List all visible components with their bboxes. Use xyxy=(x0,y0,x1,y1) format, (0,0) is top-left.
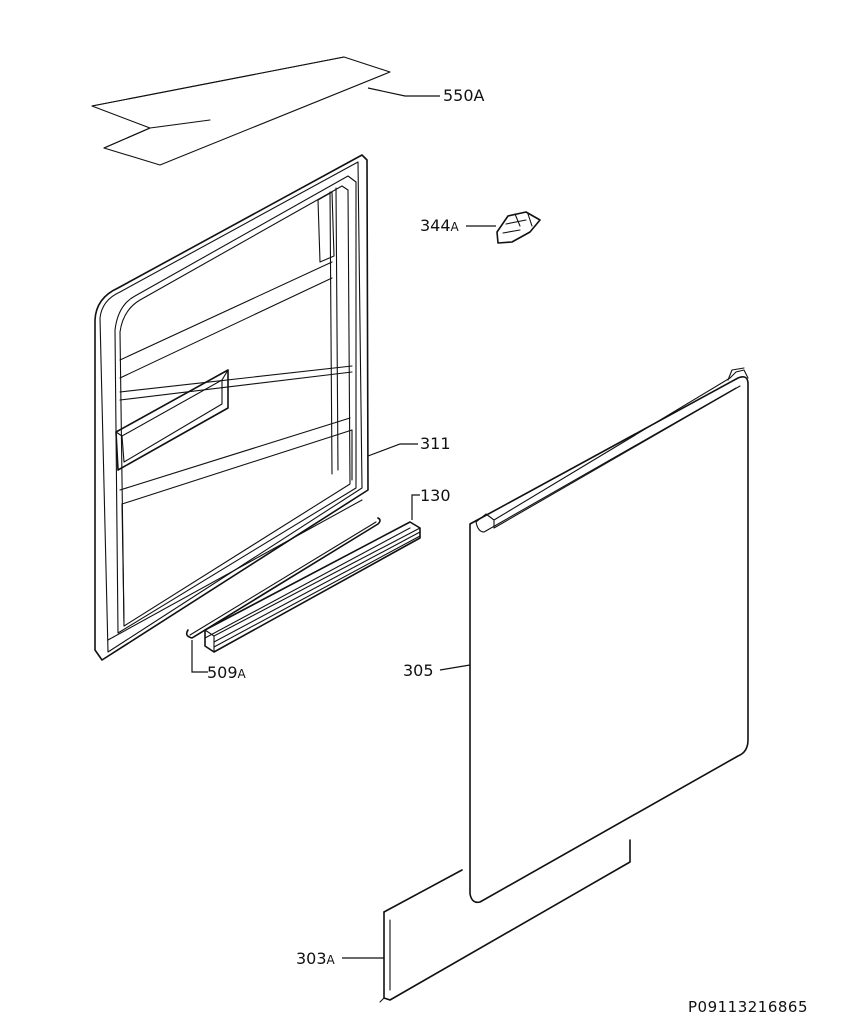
callout-130: 130 xyxy=(411,486,451,520)
label-550a-number: 550 xyxy=(443,86,474,105)
label-305: 305 xyxy=(403,661,434,680)
part-311-inner-door xyxy=(94,154,369,661)
svg-text:344A: 344A xyxy=(420,216,460,235)
label-344a-suffix: A xyxy=(451,220,460,234)
label-303a-suffix: A xyxy=(327,953,336,967)
callout-509a: 509A xyxy=(191,640,247,682)
label-303a-number: 303 xyxy=(296,949,327,968)
callout-550a: 550A xyxy=(367,86,485,105)
callout-344a: 344A xyxy=(420,216,496,235)
svg-text:509A: 509A xyxy=(207,663,247,682)
diagram-reference-code: P09113216865 xyxy=(688,998,808,1016)
part-509a-rod xyxy=(185,517,381,639)
part-305-outer-panel xyxy=(469,367,749,904)
label-509a-suffix: A xyxy=(238,667,247,681)
svg-text:303A: 303A xyxy=(296,949,336,968)
svg-text:550A: 550A xyxy=(443,86,485,105)
part-303a-trim-strip xyxy=(379,839,631,1003)
part-130-seal-strip xyxy=(204,521,421,653)
label-509a-number: 509 xyxy=(207,663,238,682)
label-550a-suffix: A xyxy=(474,86,485,105)
part-550a-insulation-sheet xyxy=(91,56,391,166)
callout-303a: 303A xyxy=(296,949,384,968)
part-344a-latch xyxy=(496,211,541,244)
label-311: 311 xyxy=(420,434,451,453)
callout-305: 305 xyxy=(403,661,471,680)
label-130: 130 xyxy=(420,486,451,505)
callout-311: 311 xyxy=(367,434,451,457)
label-344a-number: 344 xyxy=(420,216,451,235)
